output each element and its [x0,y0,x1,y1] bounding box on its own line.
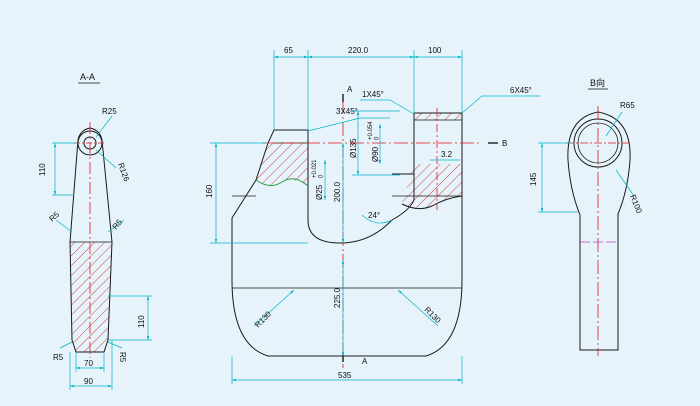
hatch-left-boss [256,143,308,186]
dim-d135: Ø135 [349,138,358,158]
dim-ch1x45: 1X45° [362,90,384,99]
section-dims [52,115,152,390]
side-dims [538,111,635,213]
dim-h110-bottom: 110 [137,315,146,328]
cut-label-b: B [502,139,507,148]
section-hatch [70,242,112,352]
dim-d25-tol: +0.0210 [312,159,325,178]
dim-d90: Ø90 [371,146,380,162]
front-view: A A B [205,46,540,384]
dim-w70: 70 [84,359,93,368]
dim-r5-left: R5 [48,210,62,224]
dim-d25: Ø25 [315,184,324,200]
dim-r5-bl: R5 [53,353,64,362]
dim-h200: 200.0 [333,181,342,202]
break-line-right [401,195,463,210]
cut-marks [342,94,498,362]
section-view-a-a: A-A [38,72,152,390]
dim-ch6x45: 6X45° [510,86,532,95]
hatch-right-boss [402,164,462,208]
dim-r100: R100 [628,193,644,215]
dim-v32: 3.2 [441,150,453,159]
dim-r25: R25 [102,107,117,116]
dim-h160: 160 [205,184,214,198]
dim-h145: 145 [529,172,538,186]
dim-r5-right: R5 [111,217,125,231]
side-title: B向 [590,77,605,88]
section-title: A-A [80,72,95,82]
dim-w100: 100 [428,46,442,55]
cut-label-a-bottom: A [362,357,368,366]
break-line-left [255,178,309,187]
side-outline [567,111,631,351]
dim-w90: 90 [84,377,93,386]
dim-a24: 24° [368,211,380,220]
front-slot [307,113,415,220]
front-dims [210,50,540,384]
dim-d90-tol: +0.0540 [368,121,381,140]
dim-w65: 65 [284,46,293,55]
cut-label-a-top: A [347,85,353,94]
dim-h110-top: 110 [38,163,47,176]
section-outline [69,127,113,353]
dim-ch3x45: 3X45° [336,107,358,116]
dim-w220: 220.0 [348,46,369,55]
dim-r65: R65 [620,101,635,110]
dim-r5-br: R5 [118,352,127,363]
hatch-right-top [414,113,462,120]
dim-h225: 225.0 [333,287,342,308]
dim-r126: R126 [116,162,131,184]
side-view-b: B向 R65 145 R100 [529,77,644,356]
front-outline [231,112,463,357]
dim-r130-left: R130 [253,309,273,329]
dim-w535: 535 [338,371,352,380]
